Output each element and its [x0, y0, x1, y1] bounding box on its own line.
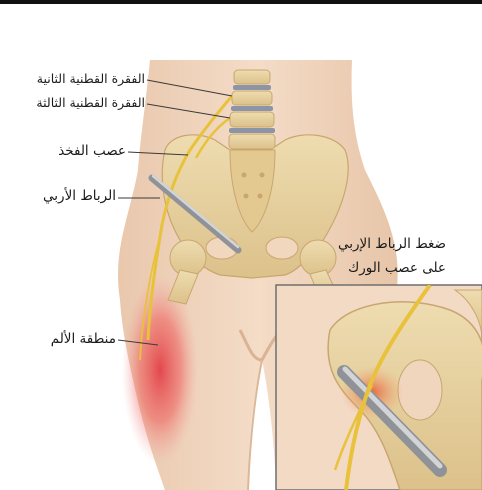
label-inguinal-ligament: الرباط الأربي: [43, 190, 116, 204]
femur-head-right: [300, 240, 336, 276]
lumbar-spine: [229, 70, 275, 149]
label-thigh-nerve: عصب الفخذ: [58, 145, 126, 159]
label-vertebra-l2: الفقرة القطنية الثانية: [37, 73, 145, 86]
femur-head-left: [170, 240, 206, 276]
inset-caption-line1: ضغط الرباط الإربي: [338, 238, 446, 252]
inset-panel: [276, 285, 482, 490]
label-pain-area: منطقة الألم: [51, 333, 116, 347]
top-border: [0, 0, 482, 4]
inset-caption-line2: على عصب الورك: [348, 262, 446, 276]
label-vertebra-l3: الفقرة القطنية الثالثة: [36, 97, 145, 110]
obturator-right: [266, 237, 298, 259]
